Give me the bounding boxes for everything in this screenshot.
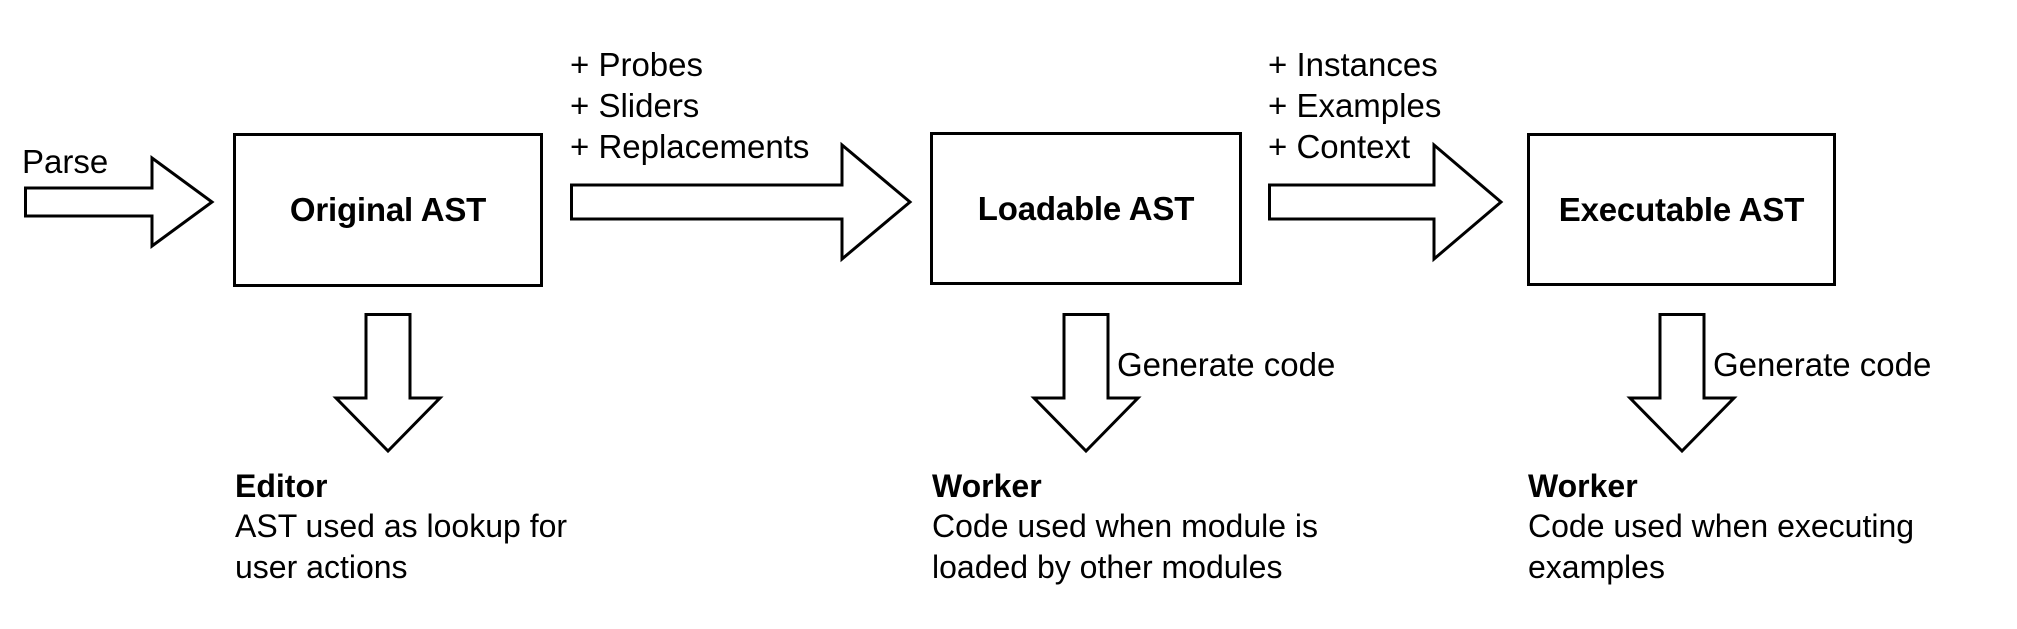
original-down-arrow (332, 313, 444, 454)
stage-box-loadable-ast-label: Loadable AST (977, 189, 1195, 227)
worker-executable-note-body: Code used when executing examples (1528, 506, 1958, 588)
stage-box-executable-ast-label: Executable AST (1558, 190, 1805, 228)
worker-loadable-note: Worker Code used when module is loaded b… (932, 466, 1362, 588)
stage-box-original-ast[interactable]: Original AST (233, 133, 543, 287)
worker-executable-note: Worker Code used when executing examples (1528, 466, 1958, 588)
annot-line: + Examples (1268, 87, 1442, 124)
worker-loadable-note-title: Worker (932, 468, 1042, 504)
original-to-loadable-arrow-labels: + Probes + Sliders + Replacements (570, 44, 809, 167)
worker-loadable-note-body: Code used when module is loaded by other… (932, 506, 1362, 588)
loadable-down-arrow-label: Generate code (1117, 346, 1336, 383)
loadable-to-executable-arrow-shape (1268, 141, 1504, 263)
loadable-to-executable-arrow-labels: + Instances + Examples + Context (1268, 44, 1441, 167)
loadable-down-arrow-shape (1030, 313, 1142, 454)
executable-down-arrow-label: Generate code (1713, 346, 1932, 383)
original-to-loadable-arrow (570, 140, 913, 263)
annot-line: + Sliders (570, 87, 700, 124)
worker-executable-note-title: Worker (1528, 468, 1638, 504)
annot-line: + Probes (570, 46, 703, 83)
parse-arrow-label: Parse (22, 143, 109, 180)
editor-note-title: Editor (235, 468, 328, 504)
annot-line: + Replacements (570, 128, 810, 165)
stage-box-executable-ast[interactable]: Executable AST (1527, 133, 1836, 286)
annot-line: + Instances (1268, 46, 1438, 83)
stage-box-loadable-ast[interactable]: Loadable AST (930, 132, 1242, 285)
annot-line: + Context (1268, 128, 1411, 165)
note-body-line: examples (1528, 549, 1665, 585)
note-body-line: loaded by other modules (932, 549, 1283, 585)
original-down-arrow-shape (332, 313, 444, 454)
editor-note-body: AST used as lookup for user actions (235, 506, 665, 588)
note-body-line: Code used when module is (932, 508, 1319, 544)
stage-box-original-ast-label: Original AST (289, 191, 487, 228)
note-body-line: Code used when executing (1528, 508, 1915, 544)
note-body-line: user actions (235, 549, 408, 585)
editor-note: Editor AST used as lookup for user actio… (235, 466, 665, 588)
executable-down-arrow (1626, 313, 1738, 454)
executable-down-arrow-shape (1626, 313, 1738, 454)
parse-arrow (24, 140, 215, 249)
parse-arrow-shape (24, 155, 215, 249)
loadable-down-arrow (1030, 313, 1142, 454)
original-to-loadable-arrow-shape (570, 141, 913, 263)
loadable-to-executable-arrow (1268, 140, 1504, 263)
note-body-line: AST used as lookup for (235, 508, 568, 544)
